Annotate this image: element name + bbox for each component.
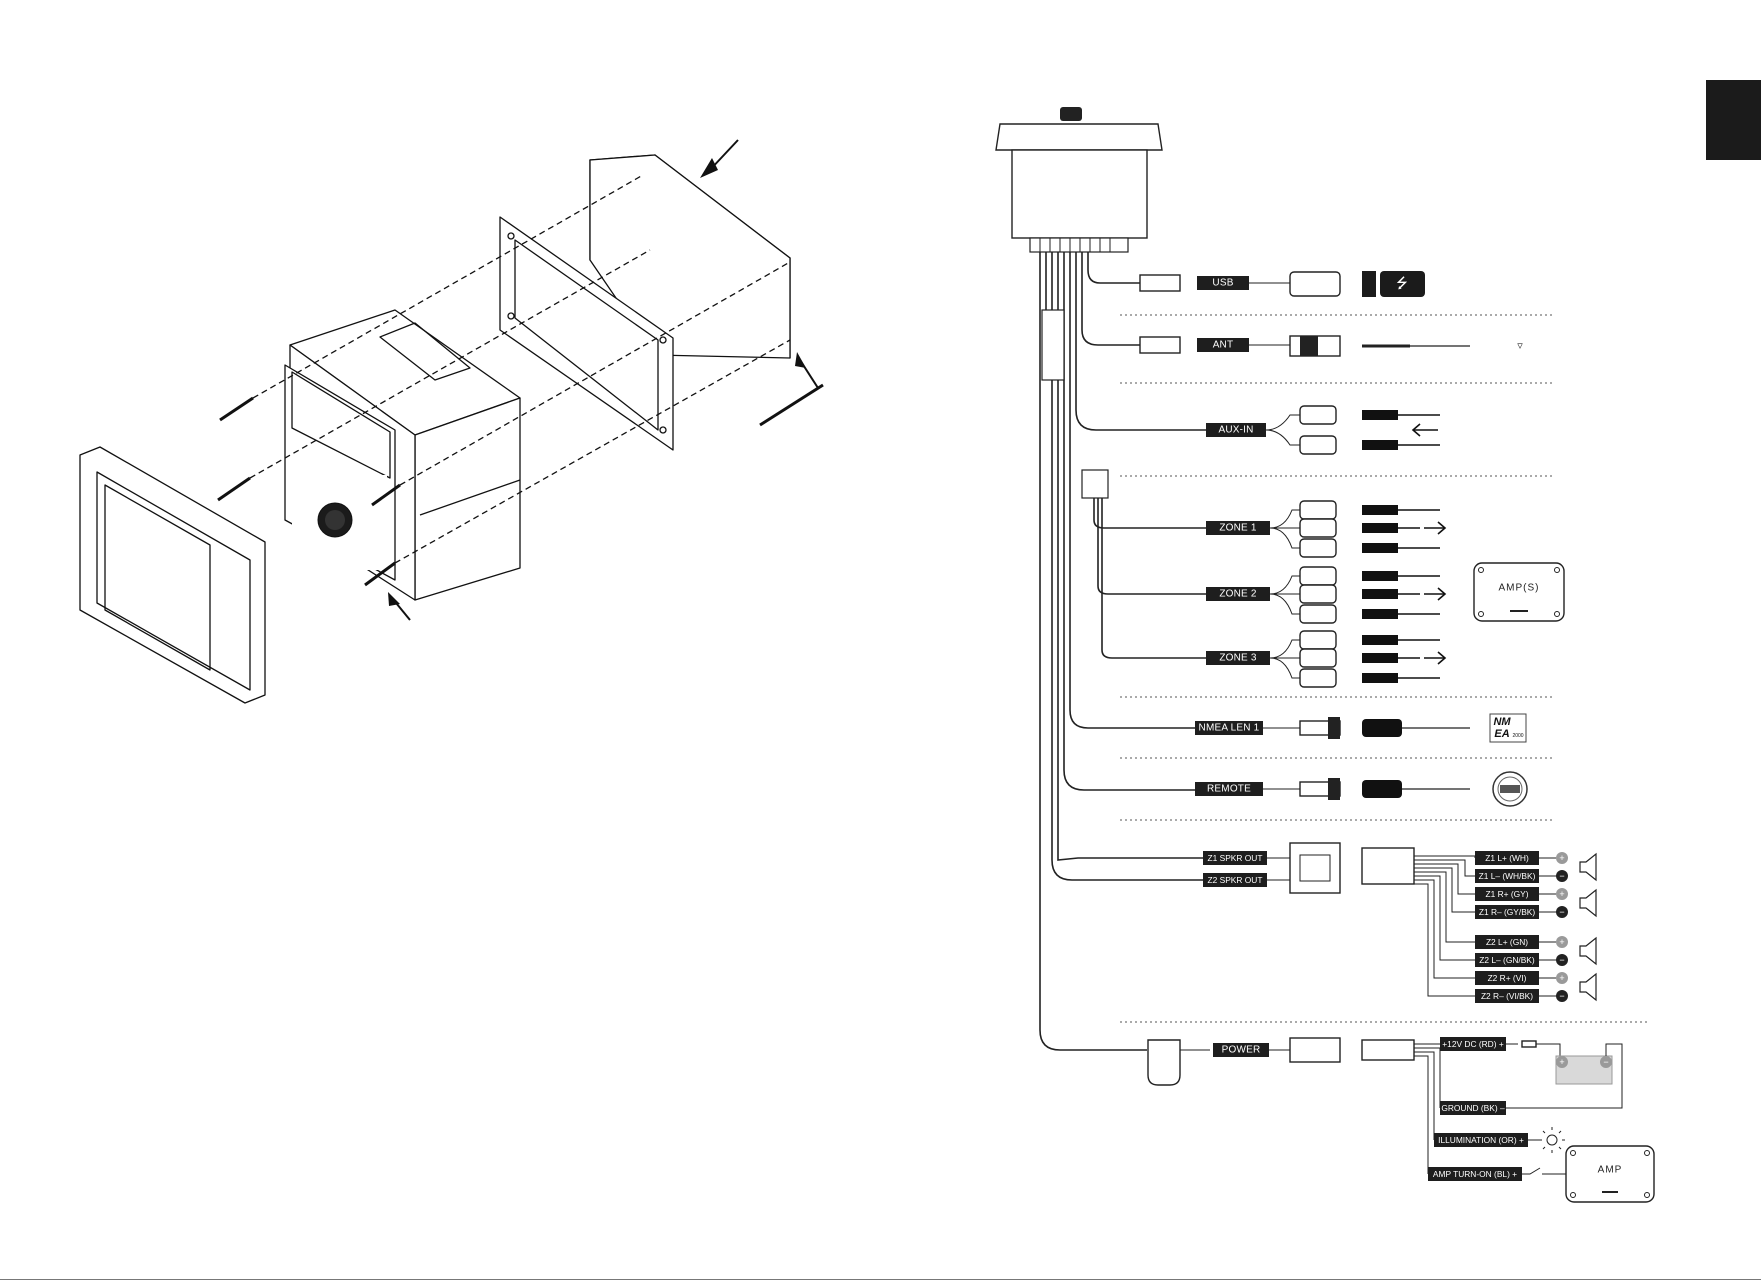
zone3-label: ZONE 3 (1219, 653, 1257, 664)
speaker-icon (1580, 854, 1596, 880)
svg-text:+: + (1559, 1057, 1564, 1067)
svg-text:−: − (1559, 907, 1564, 917)
speaker-wire-list: Z1 L+ (WH) + Z1 L– (WH/BK) − Z1 R+ (GY) + Z1 R… (1475, 851, 1596, 1003)
speaker-wire-label: Z2 L– (GN/BK) (1479, 955, 1535, 965)
aux-label: AUX-IN (1218, 425, 1253, 436)
amps-label: AMP(S) (1499, 583, 1540, 594)
amps-box: AMP(S) (1474, 563, 1564, 621)
speaker-wire-label: Z1 L– (WH/BK) (1479, 871, 1536, 881)
wiring-diagram: USB ⭍ ANT ▿ AUX-IN (996, 107, 1654, 1202)
power-label: POWER (1222, 1045, 1261, 1056)
svg-text:+: + (1559, 889, 1564, 899)
svg-text:2000: 2000 (1512, 733, 1523, 739)
svg-text:+: + (1559, 937, 1564, 947)
svg-text:−: − (1559, 991, 1564, 1001)
head-unit-faceplate (996, 124, 1162, 150)
zone2-label: ZONE 2 (1219, 589, 1257, 600)
svg-text:−: − (1603, 1057, 1608, 1067)
usb-connector (1290, 272, 1340, 296)
speaker-wire-label: Z2 R+ (VI) (1488, 973, 1527, 983)
amp-box: AMP (1566, 1146, 1654, 1202)
antenna-icon: ▿ (1517, 340, 1523, 352)
usb-label: USB (1212, 278, 1233, 289)
remote-label: REMOTE (1207, 784, 1251, 795)
speaker-icon (1580, 938, 1596, 964)
aux-rca-right (1300, 436, 1336, 454)
svg-text:EA: EA (1494, 728, 1509, 740)
fuse-holder (1148, 1040, 1180, 1085)
ground-label: GROUND (BK) – (1441, 1103, 1505, 1113)
amp-label: AMP (1598, 1165, 1623, 1176)
remote-icon (1493, 772, 1527, 806)
nmea-label: NMEA LEN 1 (1199, 723, 1260, 734)
power-plug (1290, 1038, 1340, 1062)
speaker-harness-plug (1290, 843, 1340, 893)
speaker-icon (1580, 974, 1596, 1000)
svg-text:NM: NM (1493, 716, 1511, 728)
zone-2-group: ZONE 2 (1206, 567, 1445, 623)
svg-text:−: − (1559, 871, 1564, 881)
zone1-label: ZONE 1 (1219, 523, 1257, 534)
speaker-icon (1580, 890, 1596, 916)
illumination-label: ILLUMINATION (OR) + (1438, 1135, 1524, 1145)
zone-1-group: ZONE 1 (1206, 501, 1445, 557)
knob (1060, 107, 1082, 121)
svg-text:−: − (1559, 955, 1564, 965)
speaker-harness-socket (1362, 848, 1414, 884)
lamp-icon (1539, 1127, 1565, 1153)
inline-fuse (1522, 1041, 1536, 1047)
svg-text:+: + (1559, 973, 1564, 983)
z2-spkr-label: Z2 SPKR OUT (1208, 875, 1263, 885)
zone-3-group: ZONE 3 (1206, 631, 1445, 687)
ant-label: ANT (1213, 340, 1234, 351)
z1-spkr-label: Z1 SPKR OUT (1208, 853, 1263, 863)
speaker-wire-label: Z2 L+ (GN) (1486, 937, 1528, 947)
speaker-wire-label: Z2 R– (VI/BK) (1481, 991, 1533, 1001)
svg-text:+: + (1559, 853, 1564, 863)
power-socket (1362, 1040, 1414, 1060)
usb-icon: ⭍ (1362, 271, 1425, 297)
speaker-wire-label: Z1 R+ (GY) (1485, 889, 1528, 899)
battery-pos-label: +12V DC (RD) + (1442, 1039, 1504, 1049)
aux-rca-left (1300, 406, 1336, 424)
exploded-install-view (80, 140, 823, 703)
amp-turn-on-label: AMP TURN-ON (BL) + (1433, 1169, 1517, 1179)
nmea-logo: NM EA 2000 (1490, 714, 1526, 742)
speaker-wire-label: Z1 L+ (WH) (1485, 853, 1529, 863)
svg-text:⭍: ⭍ (1396, 276, 1408, 292)
speaker-wire-label: Z1 R– (GY/BK) (1479, 907, 1536, 917)
battery-icon: + − (1556, 1056, 1612, 1084)
